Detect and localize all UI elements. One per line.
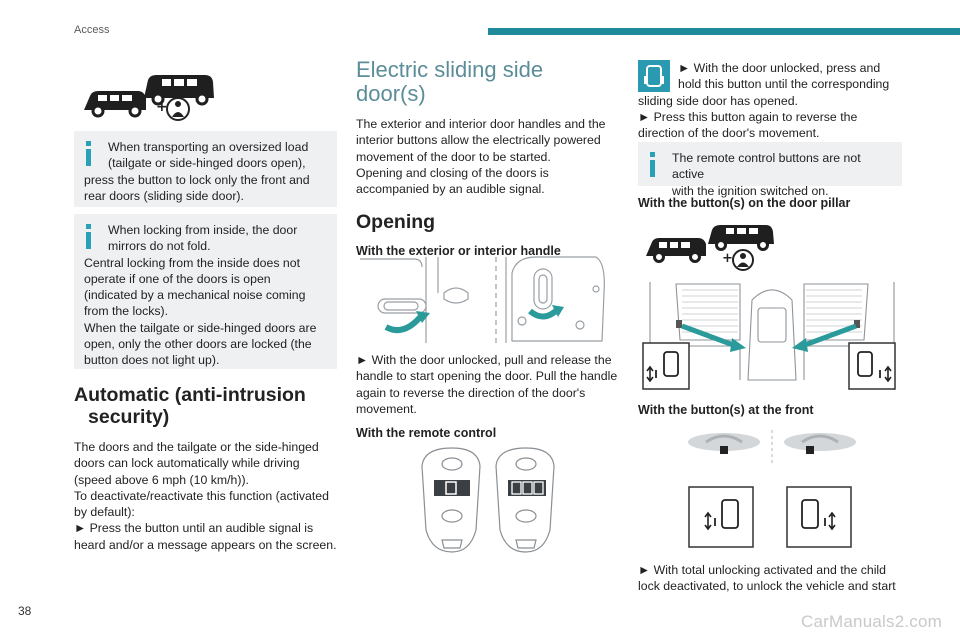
section-heading-automatic: Automatic (anti-intrusion: [74, 384, 306, 406]
watermark: CarManuals2.com: [801, 612, 942, 631]
intro-text: The exterior and interior door handles a…: [356, 117, 606, 197]
handle-instruction-text: ► With the door unlocked, pull and relea…: [356, 353, 618, 416]
remote-step-2: ► Press this button again to reverse the…: [638, 109, 858, 141]
door-lock-person-icon: +: [722, 249, 754, 271]
subheading-handle: With the exterior or interior handle: [356, 244, 561, 259]
door-pillar-illustration: [649, 282, 895, 390]
front-button-right-icon: [786, 486, 852, 548]
info-icon: [86, 224, 91, 250]
note-text: press the button to lock only the front …: [84, 172, 310, 203]
page-title-cont: door(s): [356, 81, 426, 106]
info-note-remote-inactive: The remote control buttons are not activ…: [638, 142, 902, 198]
door-pillar-button-right-icon: [848, 342, 896, 390]
remote-key-illustration: [421, 447, 555, 553]
note-line: When transporting an oversized load: [108, 140, 309, 154]
note-line: (tailgate or side-hinged doors open),: [108, 156, 306, 171]
info-note-locking-inside: When locking from inside, the door mirro…: [74, 214, 337, 369]
note-line: with the ignition switched on.: [672, 183, 829, 198]
note-line: When locking from inside, the door: [108, 223, 298, 237]
svg-text:+: +: [722, 251, 733, 266]
section-heading-automatic-cont: security): [88, 406, 170, 428]
remote-step-line: ► With the door unlocked, press and: [678, 61, 881, 75]
info-icon: [650, 152, 655, 178]
subheading-front: With the button(s) at the front: [638, 403, 814, 417]
svg-text:+: +: [156, 99, 168, 115]
automatic-locking-text: The doors and the tailgate or the side-h…: [74, 440, 337, 552]
note-line: The remote control buttons are not activ…: [672, 151, 861, 182]
info-note-oversized-load: When transporting an oversized load (tai…: [74, 131, 337, 207]
final-instruction-text: ► With total unlocking activated and the…: [638, 563, 896, 594]
header-accent-bar: [488, 28, 960, 35]
page-title: Electric sliding side: [356, 57, 544, 82]
subheading-remote: With the remote control: [356, 426, 497, 441]
door-pillar-button-left-icon: [642, 342, 690, 390]
front-button-left-icon: [688, 486, 754, 548]
door-handle-illustration: [360, 256, 605, 343]
info-icon: [86, 141, 91, 167]
van-pair-illustration: [84, 75, 214, 118]
section-heading-opening: Opening: [356, 211, 436, 234]
sliding-door-icon: [638, 60, 670, 92]
remote-step-line: sliding side door has opened.: [638, 93, 798, 108]
note-line: mirrors do not fold.: [108, 239, 211, 254]
front-buttons-illustration: [688, 430, 856, 464]
van-pair-illustration-small: [646, 225, 774, 263]
subheading-door-pillar: With the button(s) on the door pillar: [638, 196, 851, 210]
remote-step-line: hold this button until the corresponding: [678, 77, 890, 92]
note-text: Central locking from the inside does not…: [84, 255, 317, 368]
page-number: 38: [18, 604, 32, 618]
door-lock-person-icon: +: [156, 97, 190, 121]
running-header: Access: [74, 24, 110, 36]
